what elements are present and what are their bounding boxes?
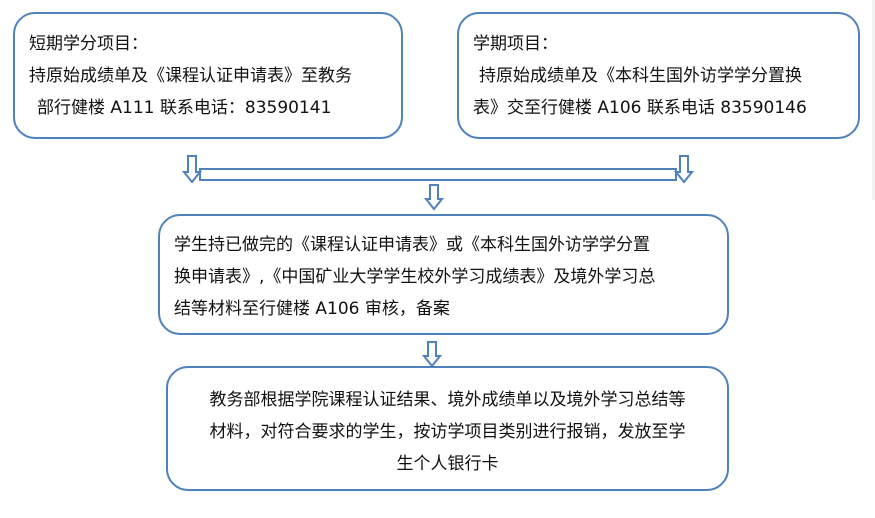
short-term-line-1: 持原始成绩单及《课程认证申请表》至教务 xyxy=(29,66,352,86)
down-arrow-left-icon xyxy=(181,155,203,184)
semester-title: 学期项目： xyxy=(473,34,558,54)
down-arrow-merge-icon xyxy=(423,184,445,211)
review-line-2: 换申请表》,《中国矿业大学学生校外学习成绩表》及境外学习总 xyxy=(174,267,656,287)
down-arrow-final-icon xyxy=(421,341,443,368)
short-term-title: 短期学分项目： xyxy=(29,34,148,54)
review-filing-box: 学生持已做完的《课程认证申请表》或《本科生国外访学学分置 换申请表》,《中国矿业… xyxy=(158,214,729,335)
semester-line-2: 表》交至行健楼 A106 联系电话 83590146 xyxy=(473,98,807,118)
down-arrow-right-icon xyxy=(673,155,695,184)
reimburse-line-3: 生个人银行卡 xyxy=(396,454,499,474)
edge-strip xyxy=(872,0,875,200)
reimburse-line-2: 材料，对符合要求的学生，按访学项目类别进行报销，发放至学 xyxy=(209,422,686,442)
semester-program-box: 学期项目： 持原始成绩单及《本科生国外访学学分置换 表》交至行健楼 A106 联… xyxy=(457,12,860,139)
short-term-line-2: 部行健楼 A111 联系电话：83590141 xyxy=(37,98,332,118)
semester-line-1: 持原始成绩单及《本科生国外访学学分置换 xyxy=(479,66,802,86)
short-term-program-box: 短期学分项目： 持原始成绩单及《课程认证申请表》至教务 部行健楼 A111 联系… xyxy=(13,12,403,139)
review-line-3: 结等材料至行健楼 A106 审核，备案 xyxy=(174,299,450,319)
reimbursement-box: 教务部根据学院课程认证结果、境外成绩单以及境外学习总结等 材料，对符合要求的学生… xyxy=(166,366,729,491)
merge-connector-bar xyxy=(199,168,677,181)
reimburse-line-1: 教务部根据学院课程认证结果、境外成绩单以及境外学习总结等 xyxy=(209,390,686,410)
review-line-1: 学生持已做完的《课程认证申请表》或《本科生国外访学学分置 xyxy=(174,235,650,255)
